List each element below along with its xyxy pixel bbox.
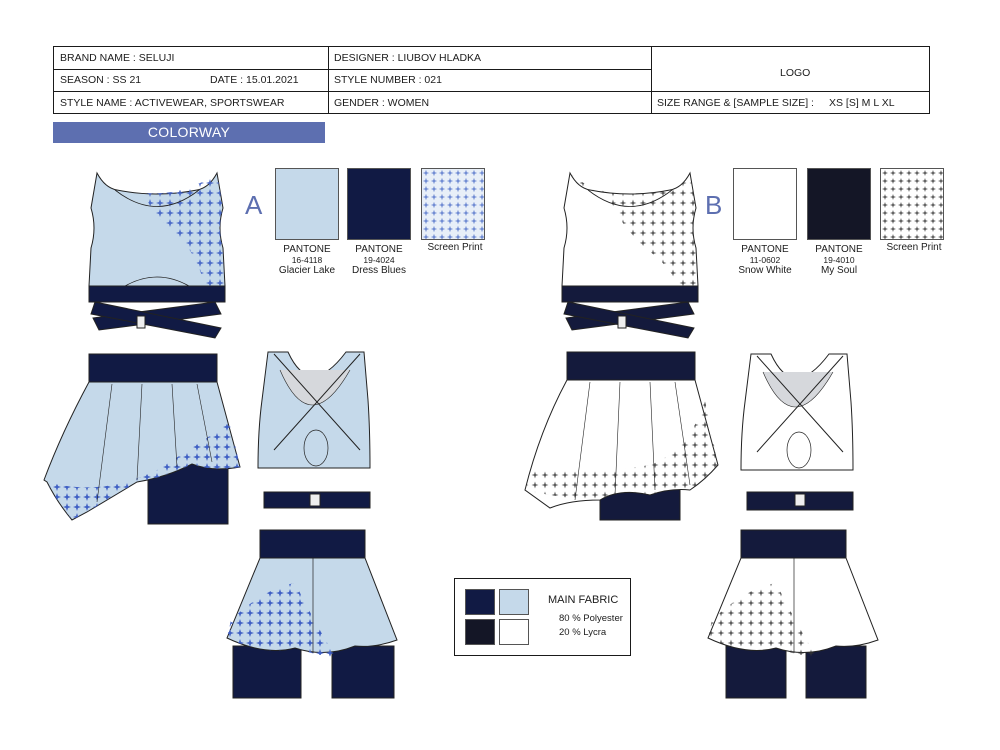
gender: GENDER : WOMEN (334, 97, 430, 109)
colorway-b-letter: B (705, 190, 723, 220)
swatch-screen-print-a (421, 168, 485, 240)
header-divider (54, 69, 651, 70)
style-number: STYLE NUMBER : 021 (334, 74, 442, 86)
swatch-screen-print-b (880, 168, 944, 240)
size-range-value: XS [S] M L XL (829, 97, 895, 109)
fabric-swatch-dress-blues (465, 589, 495, 615)
date: DATE : 15.01.2021 (210, 74, 299, 86)
main-fabric-lycra: 20 % Lycra (559, 627, 607, 638)
swatch-label-snow-white: PANTONE 11-0602 Snow White (738, 244, 792, 277)
main-fabric-legend: MAIN FABRIC 80 % Polyester 20 % Lycra (454, 578, 631, 656)
colorway-a-skirt-front (43, 353, 241, 525)
main-fabric-polyester: 80 % Polyester (559, 613, 623, 624)
swatch-label-dress-blues: PANTONE 19-4024 Dress Blues (352, 244, 406, 277)
swatch-label-my-soul: PANTONE 19-4010 My Soul (815, 244, 863, 277)
swatch-label-glacier-lake: PANTONE 16-4118 Glacier Lake (278, 244, 336, 277)
logo-placeholder: LOGO (780, 67, 811, 79)
swatch-glacier-lake (275, 168, 339, 240)
season: SEASON : SS 21 (60, 74, 142, 86)
colorway-a-skirt-back (226, 529, 398, 699)
brand-name: BRAND NAME : SELUJI (60, 52, 175, 64)
swatch-my-soul (807, 168, 871, 240)
colorway-b-skirt-front (524, 351, 719, 521)
header-divider (328, 47, 329, 113)
main-fabric-title: MAIN FABRIC (548, 594, 619, 606)
header-divider (651, 47, 652, 113)
colorway-heading: COLORWAY (53, 122, 325, 143)
colorway-b-bra-front (561, 171, 699, 339)
swatch-label-screen-print-a: Screen Print (427, 242, 483, 253)
size-range-label: SIZE RANGE & [SAMPLE SIZE] : (657, 97, 814, 109)
swatch-label-screen-print-b: Screen Print (886, 242, 942, 253)
style-name: STYLE NAME : ACTIVEWEAR, SPORTSWEAR (60, 97, 285, 109)
fabric-swatch-snow-white (499, 619, 529, 645)
designer: DESIGNER : LIUBOV HLADKA (334, 52, 482, 64)
colorway-b-bra-back (740, 353, 854, 511)
colorway-a-bra-back (257, 351, 371, 509)
spec-header-table: BRAND NAME : SELUJI SEASON : SS 21 DATE … (53, 46, 930, 114)
header-divider (54, 91, 930, 92)
fabric-swatch-my-soul (465, 619, 495, 645)
swatch-snow-white (733, 168, 797, 240)
fabric-swatch-glacier-lake (499, 589, 529, 615)
colorway-a-letter: A (245, 190, 263, 220)
colorway-a-bra-front (88, 171, 226, 339)
colorway-b-skirt-back (707, 529, 879, 699)
swatch-dress-blues (347, 168, 411, 240)
